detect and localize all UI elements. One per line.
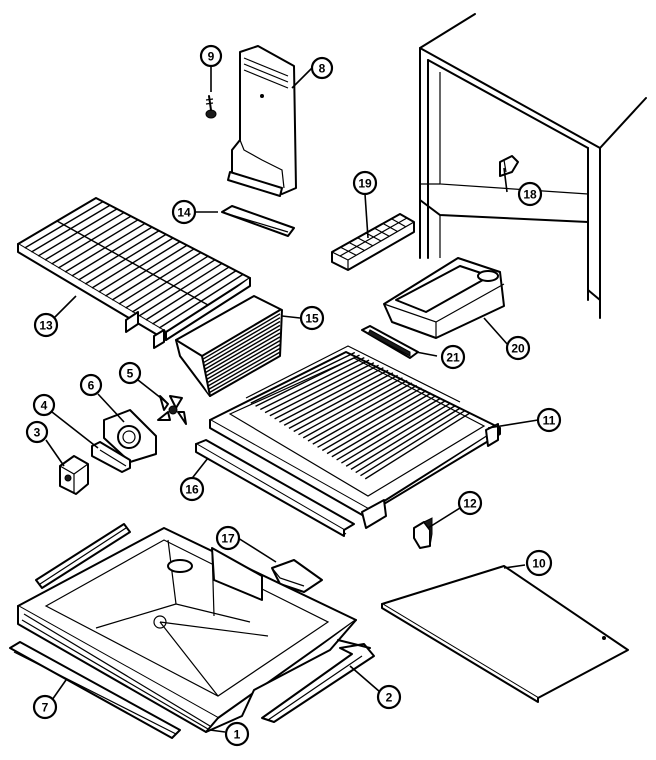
callout-label: 17: [221, 532, 235, 546]
callout-7: 7: [32, 694, 58, 720]
callout-label: 8: [319, 62, 326, 76]
callout-21: 21: [440, 344, 466, 370]
callout-9: 9: [199, 44, 223, 68]
callout-19: 19: [352, 170, 378, 196]
part-13-wire-shelf: [17, 197, 251, 349]
part-3-fan-motor: [59, 455, 89, 495]
part-7-front-rail: [9, 641, 181, 739]
callout-14: 14: [171, 199, 197, 225]
callout-12: 12: [457, 490, 483, 516]
part-20-ice-bin: [383, 257, 505, 339]
callout-label: 18: [523, 188, 537, 202]
part-10-panel: [381, 565, 629, 703]
side-rail-left: [35, 523, 131, 589]
part-1-liner-tray: [17, 527, 357, 733]
part-8-duct-panel: [227, 45, 297, 197]
callout-18: 18: [517, 181, 543, 207]
part-9-screw: [205, 95, 217, 119]
callout-label: 10: [532, 557, 546, 571]
callout-15: 15: [299, 305, 325, 331]
callout-label: 19: [358, 177, 372, 191]
part-18-bracket: [499, 155, 519, 177]
callout-label: 5: [127, 367, 134, 381]
part-17-cover: [271, 559, 323, 593]
callout-label: 14: [177, 206, 191, 220]
callout-20: 20: [505, 335, 531, 361]
callout-label: 9: [208, 50, 215, 64]
callout-label: 6: [88, 379, 95, 393]
part-21-rail: [361, 325, 419, 359]
callout-11: 11: [536, 407, 562, 433]
callout-label: 15: [305, 312, 319, 326]
part-19-ice-tray: [331, 213, 415, 271]
cabinet-outline: [419, 13, 647, 319]
callout-label: 21: [446, 351, 460, 365]
callout-1: 1: [224, 721, 250, 747]
part-4-motor-bracket: [91, 441, 131, 473]
part-12-clip: [413, 517, 433, 549]
callout-label: 2: [386, 691, 393, 705]
callout-6: 6: [79, 373, 103, 397]
part-16-trim-strip: [195, 439, 355, 537]
callout-16: 16: [179, 476, 205, 502]
callout-3: 3: [25, 420, 49, 444]
part-6-fan-shroud: [103, 409, 157, 463]
callout-label: 4: [41, 399, 48, 413]
part-15-grille: [175, 295, 283, 397]
callout-4: 4: [32, 393, 56, 417]
leader-lines: [45, 66, 539, 733]
callout-label: 1: [234, 728, 241, 742]
callout-label: 12: [463, 497, 477, 511]
callout-2: 2: [376, 684, 402, 710]
callout-label: 11: [543, 414, 556, 428]
callout-label: 3: [34, 426, 41, 440]
callout-17: 17: [215, 525, 241, 551]
callout-label: 16: [185, 483, 199, 497]
part-11-shelf-frame: [209, 345, 501, 529]
callout-13: 13: [33, 312, 59, 338]
callout-label: 7: [42, 701, 49, 715]
callout-8: 8: [310, 56, 334, 80]
part-2-side-rail: [261, 639, 375, 723]
callout-10: 10: [525, 549, 553, 577]
part-5-fan-blade: [157, 395, 187, 425]
callout-5: 5: [118, 361, 142, 385]
part-14-bracket: [221, 205, 295, 237]
callout-label: 20: [511, 342, 525, 356]
callout-label: 13: [39, 319, 53, 333]
